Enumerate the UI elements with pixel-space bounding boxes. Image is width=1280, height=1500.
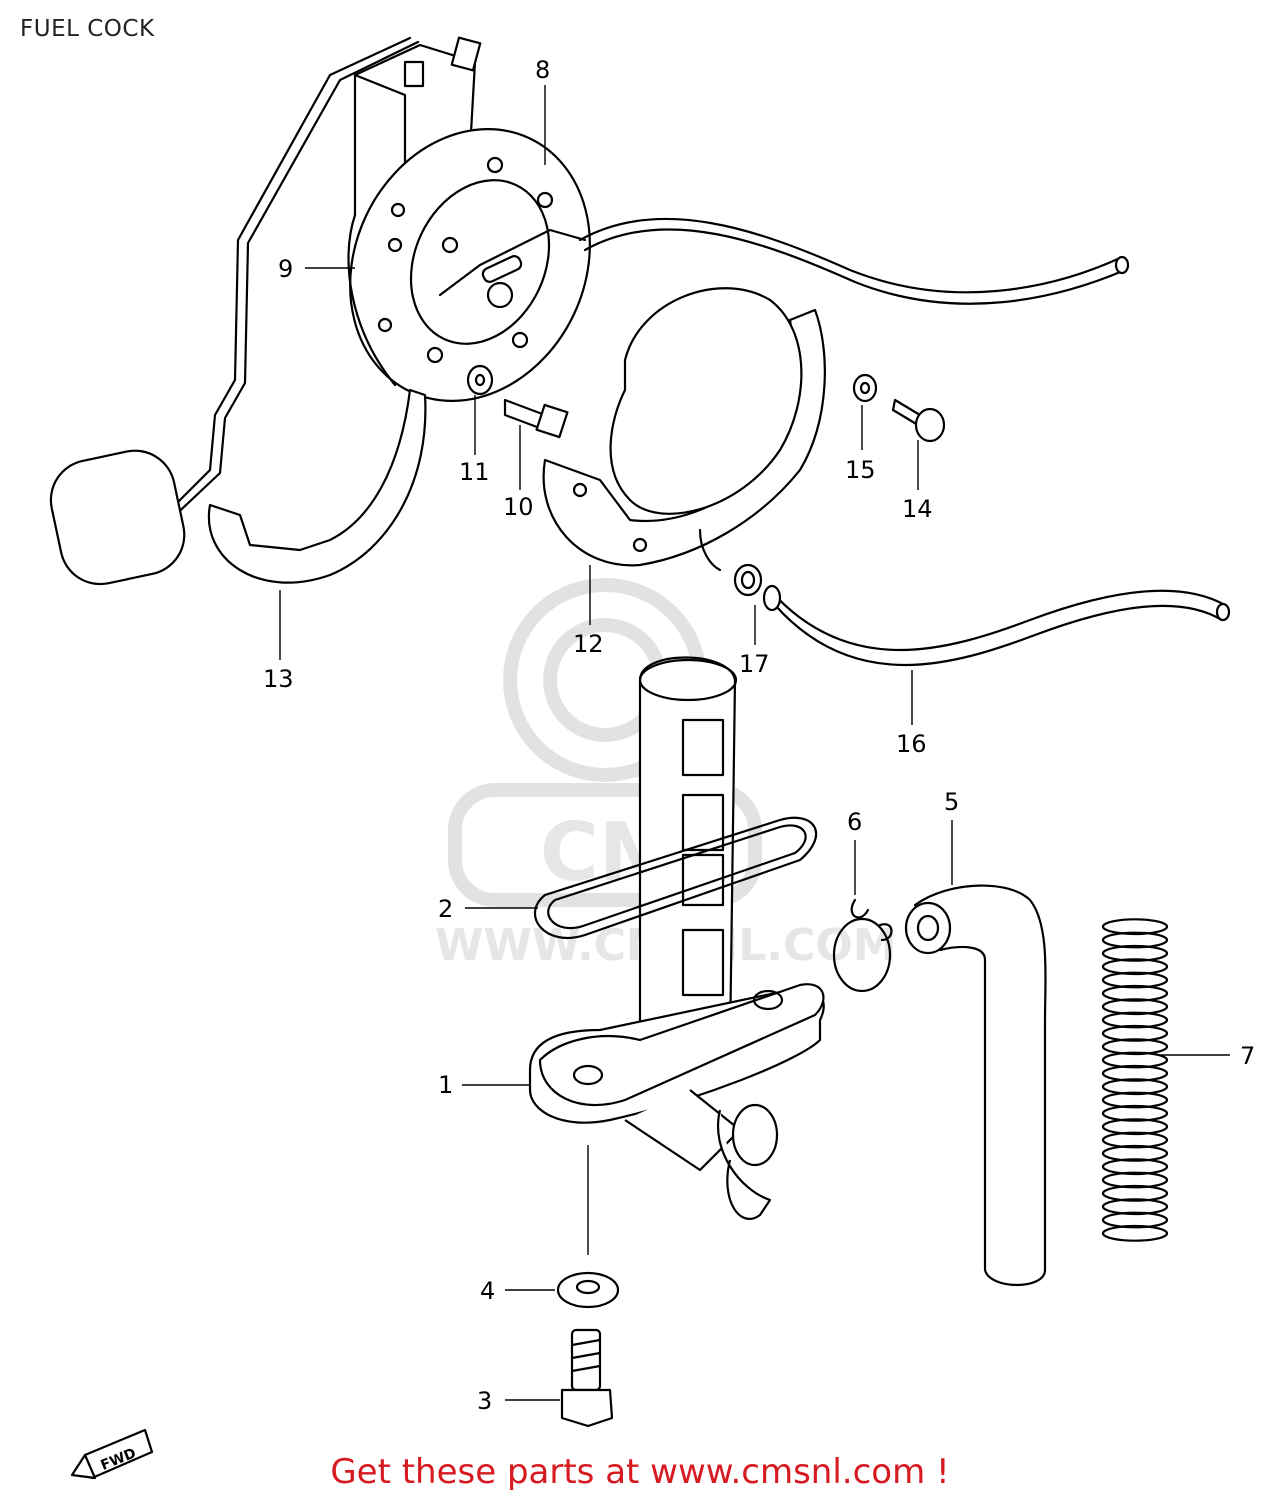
spring-coil <box>1101 1211 1169 1229</box>
callout-13: 13 <box>263 665 294 693</box>
washer-15 <box>852 373 878 403</box>
spring-coil <box>1101 1011 1169 1029</box>
callout-2: 2 <box>438 895 453 923</box>
hose-16 <box>768 588 1231 667</box>
callout-10: 10 <box>503 493 534 521</box>
spring-coil <box>1101 1091 1169 1109</box>
spring-coil <box>1101 1171 1169 1189</box>
spring-coil <box>1101 1184 1169 1202</box>
footer-link[interactable]: Get these parts at www.cmsnl.com ! <box>330 1452 950 1492</box>
spring-coil <box>1101 1038 1169 1056</box>
callout-5: 5 <box>944 788 959 816</box>
callout-12: 12 <box>573 630 604 658</box>
spring-coil <box>1101 984 1169 1002</box>
bolt-10 <box>503 398 569 439</box>
spring-coil <box>1101 1131 1169 1149</box>
spring-coil <box>1101 971 1169 989</box>
screw-14 <box>891 398 946 443</box>
callout-4: 4 <box>480 1277 495 1305</box>
hose-5 <box>904 884 1047 1287</box>
callout-14: 14 <box>902 495 933 523</box>
spring-coil <box>1101 1051 1169 1069</box>
callout-7: 7 <box>1240 1042 1255 1070</box>
bolt-3 <box>560 1328 614 1428</box>
spring-coil <box>1101 1078 1169 1096</box>
spring-coil <box>1101 1104 1169 1122</box>
spring-coil <box>1101 998 1169 1016</box>
callout-6: 6 <box>847 808 862 836</box>
callout-8: 8 <box>535 56 550 84</box>
o-ring-2-inner <box>547 824 807 930</box>
spring-coil <box>1101 1198 1169 1216</box>
spring-coil <box>1101 1224 1169 1242</box>
spring-coil <box>1101 944 1169 962</box>
spring-coil <box>1101 931 1169 949</box>
callout-15: 15 <box>845 456 876 484</box>
clip-6 <box>832 898 893 993</box>
diagram-title: FUEL COCK <box>20 16 155 42</box>
washer-11 <box>466 364 494 396</box>
callout-3: 3 <box>477 1387 492 1415</box>
callout-16: 16 <box>896 730 927 758</box>
washer-4 <box>556 1271 620 1309</box>
fuel-cock-1 <box>528 656 825 1221</box>
spring-7 <box>1101 918 1169 1242</box>
spring-coil <box>1101 918 1169 936</box>
spring-coil <box>1101 1118 1169 1136</box>
leader-lines <box>279 85 1230 1401</box>
callouts: 8 9 11 10 15 14 13 12 17 16 5 6 2 7 1 4 … <box>263 56 1255 1415</box>
spring-coil <box>1101 1024 1169 1042</box>
clip-17 <box>733 563 782 612</box>
spring-coil <box>1101 1158 1169 1176</box>
spring-coil <box>1101 958 1169 976</box>
callout-1: 1 <box>438 1071 453 1099</box>
fuel-gauge-plate <box>49 36 1130 586</box>
spring-coil <box>1101 1144 1169 1162</box>
callout-11: 11 <box>459 458 490 486</box>
spring-coil <box>1101 1064 1169 1082</box>
gasket-13 <box>207 388 427 584</box>
callout-9: 9 <box>278 255 293 283</box>
callout-17: 17 <box>739 650 770 678</box>
o-ring-2 <box>533 816 818 939</box>
cover-12 <box>542 287 826 572</box>
